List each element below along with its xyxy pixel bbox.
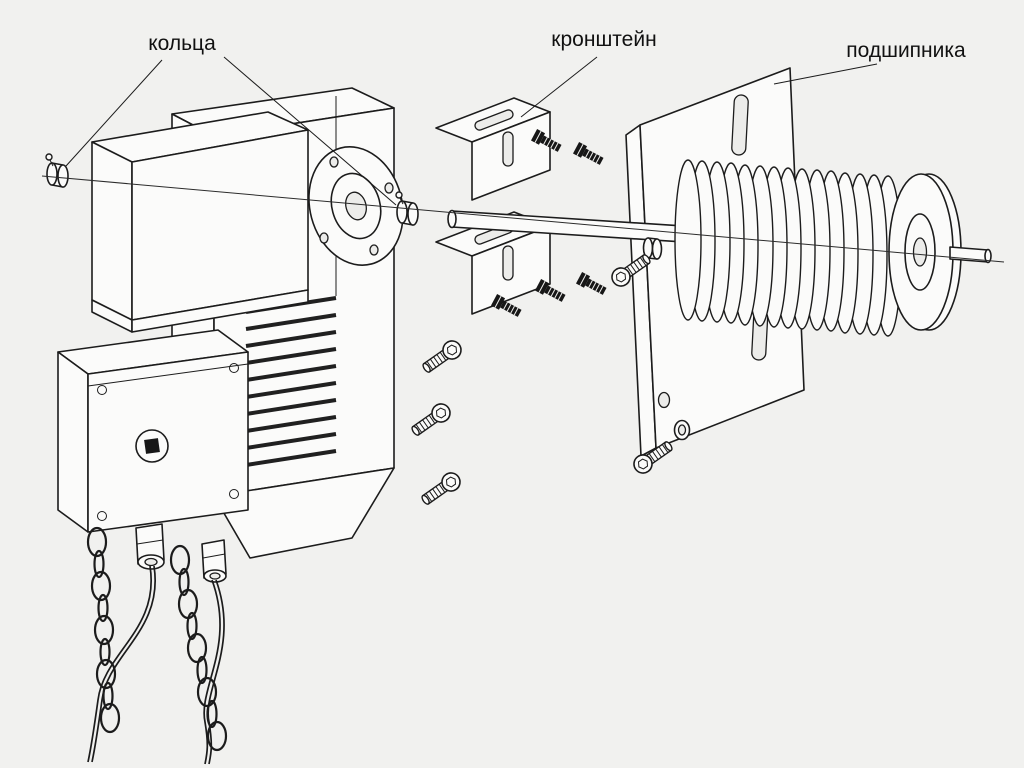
center-axis-line [41,175,1005,263]
hex-bolt [576,272,607,295]
hex-bolt [491,294,522,317]
hand-chain-left [86,526,121,734]
control-box [57,329,249,533]
power-cables [87,565,225,765]
ring-center [395,191,419,226]
hex-bolt [535,279,566,302]
socket-screw [421,472,461,505]
motor-box [91,111,309,333]
hand-chain-right [169,544,228,752]
socket-screw [633,441,673,474]
angle-bracket-upper [435,97,551,201]
hex-bolt [573,142,604,165]
vent-louvers [245,296,337,467]
socket-screw [611,254,651,287]
ring-left [45,153,69,188]
socket-screw [411,403,451,436]
cable-gland-left [135,523,165,570]
label-bearing: подшипника [846,39,966,62]
washer-ring [673,419,691,441]
cable-drum-disc [888,173,962,331]
label-rings: кольца [148,32,216,55]
cable-gland-right [201,539,227,583]
leader-lines [65,56,878,206]
label-bracket: кронштейн [551,28,656,51]
shaft-collar [642,237,663,260]
motor-flange [308,146,404,266]
hex-bolt [531,129,562,152]
socket-screw [422,340,462,373]
torsion-spring [674,159,902,337]
